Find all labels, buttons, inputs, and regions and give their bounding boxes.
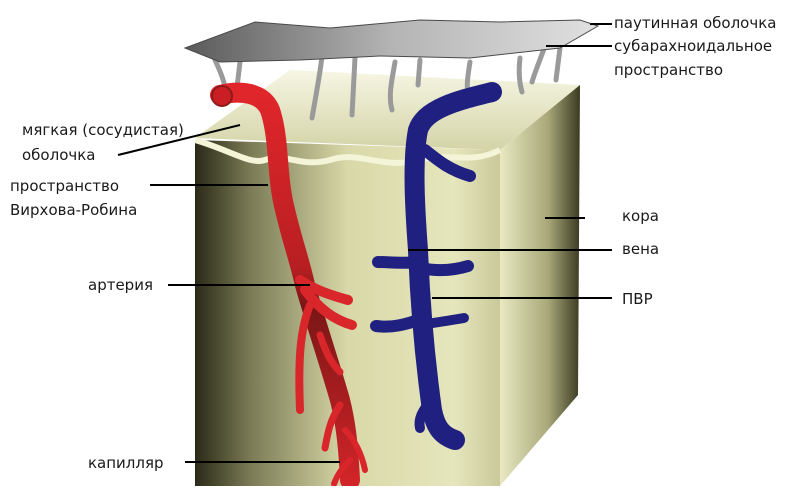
label-vr-space-line1: пространство [10, 176, 119, 196]
label-pvr: ПВР [622, 289, 653, 309]
arachnoid-membrane [185, 20, 598, 62]
label-capillary: капилляр [88, 453, 164, 473]
label-pia-line1: мягкая (сосудистая) [22, 120, 184, 140]
artery-opening [212, 86, 232, 106]
label-artery: артерия [88, 275, 153, 295]
tissue-block [195, 70, 580, 486]
label-subarachnoid-line2: пространство [614, 60, 723, 80]
label-subarachnoid-line1: субарахноидальное [614, 36, 772, 56]
label-pia-line2: оболочка [22, 145, 95, 165]
vein-upper-branch [378, 262, 418, 263]
label-vr-space-line2: Вирхова-Робина [10, 200, 137, 220]
label-vein: вена [622, 239, 659, 259]
cortex-side-face [500, 85, 580, 486]
label-cortex: кора [622, 206, 659, 226]
label-arachnoid: паутинная оболочка [614, 13, 776, 33]
